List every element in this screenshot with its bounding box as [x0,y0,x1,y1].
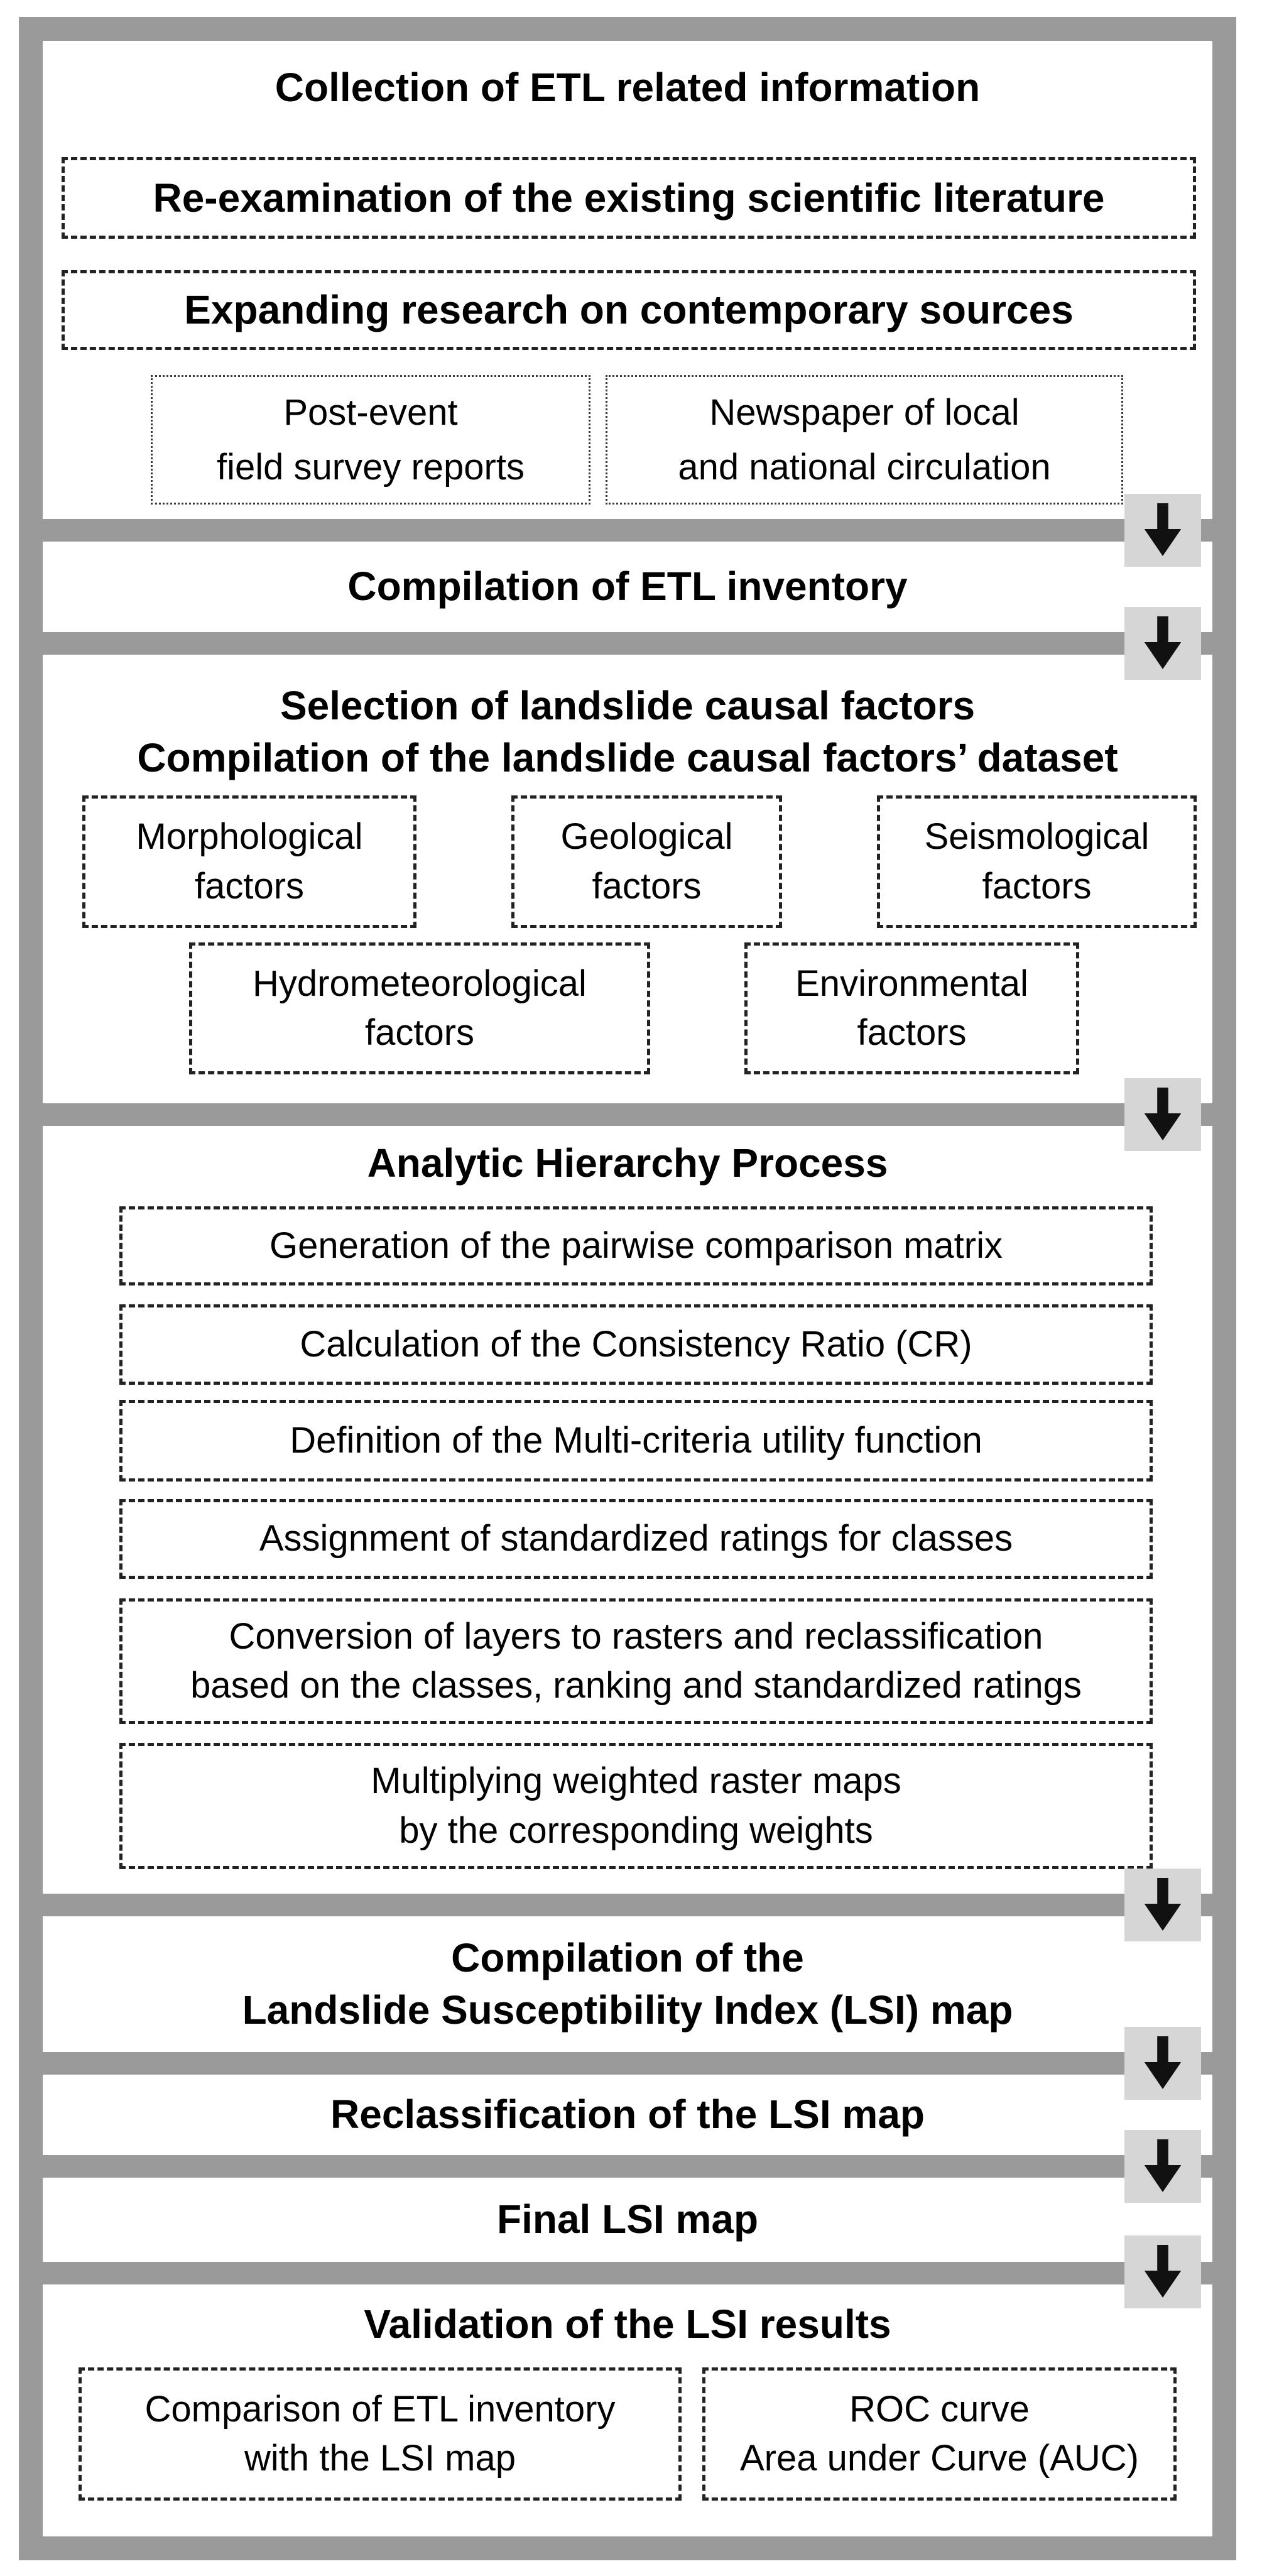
ahp-step-line: Definition of the Multi-criteria utility… [290,1419,982,1461]
step-box-label: Expanding research on contemporary sourc… [184,287,1074,333]
factor-box-line: factors [364,1012,475,1053]
down-arrow-icon [1144,2245,1182,2298]
validation-box-comparison: Comparison of ETL inventory with the LSI… [79,2367,682,2501]
validation-box-line: Area under Curve (AUC) [740,2438,1139,2479]
factor-box-line: factors [194,865,305,907]
step-box-label: Re-examination of the existing scientifi… [153,175,1105,221]
source-box-newspaper: Newspaper of local and national circulat… [606,375,1123,505]
factor-box-line: Environmental [795,963,1028,1004]
ahp-step-line: based on the classes, ranking and standa… [190,1665,1082,1706]
section-title-lsi-map: Compilation of the Landslide Susceptibil… [43,1916,1212,2052]
validation-box-line: with the LSI map [244,2438,516,2479]
factor-box-line: factors [857,1012,967,1053]
down-arrow-icon [1144,503,1182,557]
section-title-reclassification: Reclassification of the LSI map [43,2075,1212,2155]
section-title-ahp: Analytic Hierarchy Process [43,1138,1212,1189]
ahp-step-pairwise-matrix: Generation of the pairwise comparison ma… [119,1206,1153,1285]
section-title-text: Validation of the LSI results [364,2301,891,2347]
source-box-line: Newspaper of local [709,392,1020,433]
ahp-step-line: Calculation of the Consistency Ratio (CR… [300,1323,972,1365]
section-title-final-lsi-map: Final LSI map [43,2178,1212,2262]
flow-arrow [1124,1078,1201,1151]
separator-bar [43,2052,1212,2075]
section-title-text: Collection of ETL related information [275,65,981,111]
ahp-step-line: by the corresponding weights [399,1809,873,1851]
section-title-factors: Selection of landslide causal factors Co… [43,679,1212,785]
factor-box-line: factors [982,865,1092,907]
ahp-step-consistency-ratio: Calculation of the Consistency Ratio (CR… [119,1304,1153,1385]
factor-box-seismological: Seismological factors [877,795,1197,928]
section-title-text: Selection of landslide causal factors [280,682,976,728]
separator-bar [43,519,1212,542]
section-title-text: Compilation of the [451,1935,804,1980]
source-box-line: Post-event [283,392,458,433]
section-title-text: Compilation of the landslide causal fact… [137,735,1118,780]
factor-box-hydrometeorological: Hydrometeorological factors [189,942,650,1074]
separator-bar [43,1894,1212,1916]
factor-box-line: Geological [560,816,733,858]
factor-box-line: factors [592,865,702,907]
section-title-text: Compilation of ETL inventory [347,564,908,609]
factor-box-line: Hydrometeorological [253,963,587,1004]
factor-box-environmental: Environmental factors [744,942,1079,1074]
flow-arrow [1124,2235,1201,2308]
section-title-text: Analytic Hierarchy Process [367,1140,888,1186]
flow-arrow [1124,1869,1201,1941]
factor-box-line: Seismological [924,816,1150,858]
separator-bar [43,1103,1212,1126]
section-title-text: Reclassification of the LSI map [330,2092,925,2137]
step-box-literature: Re-examination of the existing scientifi… [62,157,1196,239]
separator-bar [43,2262,1212,2284]
ahp-step-line: Generation of the pairwise comparison ma… [269,1225,1003,1266]
down-arrow-icon [1144,2036,1182,2090]
down-arrow-icon [1144,1088,1182,1141]
factor-box-line: Morphological [136,816,363,858]
factor-box-morphological: Morphological factors [82,795,416,928]
validation-box-line: ROC curve [849,2388,1030,2430]
source-box-field-survey: Post-event field survey reports [151,375,590,505]
validation-box-line: Comparison of ETL inventory [144,2388,616,2430]
source-box-line: field survey reports [217,447,525,488]
section-title-validation: Validation of the LSI results [43,2300,1212,2350]
section-title-etl-inventory: Compilation of ETL inventory [43,542,1212,632]
flow-arrow [1124,2130,1201,2203]
flow-arrow [1124,2027,1201,2100]
validation-box-roc: ROC curve Area under Curve (AUC) [702,2367,1177,2501]
ahp-step-standardized-ratings: Assignment of standardized ratings for c… [119,1499,1153,1579]
ahp-step-line: Multiplying weighted raster maps [371,1760,901,1802]
ahp-step-weighted-rasters: Multiplying weighted raster maps by the … [119,1743,1153,1869]
separator-bar [43,632,1212,655]
down-arrow-icon [1144,2139,1182,2193]
down-arrow-icon [1144,616,1182,670]
flow-arrow [1124,607,1201,680]
section-title-text: Landslide Susceptibility Index (LSI) map [242,1987,1013,2033]
section-title-collection: Collection of ETL related information [43,63,1212,113]
ahp-step-line: Conversion of layers to rasters and recl… [229,1615,1043,1657]
ahp-step-raster-conversion: Conversion of layers to rasters and recl… [119,1598,1153,1724]
section-title-text: Final LSI map [496,2197,759,2242]
source-box-line: and national circulation [678,447,1051,488]
ahp-step-utility-function: Definition of the Multi-criteria utility… [119,1400,1153,1482]
step-box-contemporary-sources: Expanding research on contemporary sourc… [62,270,1196,350]
ahp-step-line: Assignment of standardized ratings for c… [259,1518,1013,1559]
down-arrow-icon [1144,1878,1182,1931]
separator-bar [43,2155,1212,2178]
flow-arrow [1124,494,1201,567]
factor-box-geological: Geological factors [511,795,782,928]
